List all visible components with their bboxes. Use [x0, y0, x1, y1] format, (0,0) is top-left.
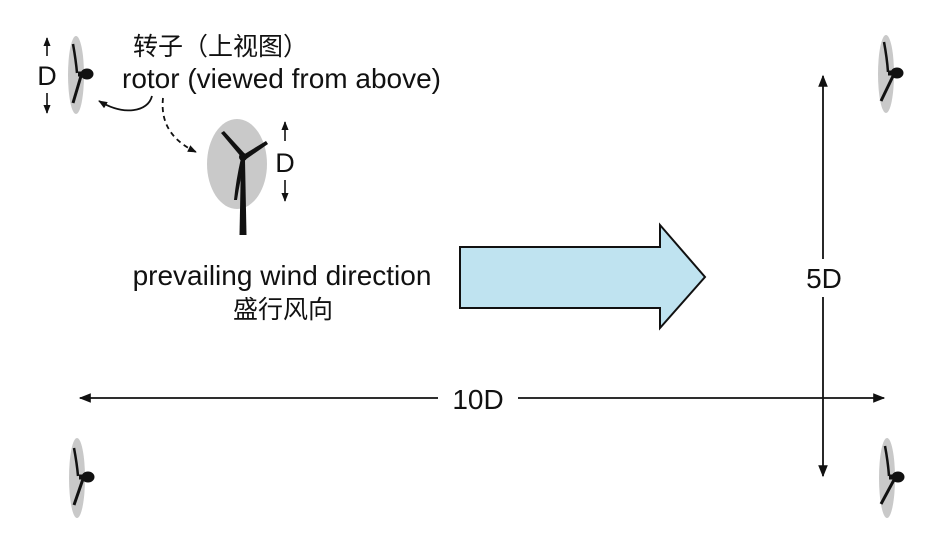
rotor-label-en: rotor (viewed from above): [122, 63, 441, 94]
top-view-diameter-label: D: [37, 61, 57, 91]
turbine-top-view-icon: [878, 35, 904, 113]
crosswind-spacing-label: 5D: [806, 263, 842, 294]
downwind-spacing-dimension: 10D: [78, 380, 886, 416]
rotor-disc: [68, 36, 84, 114]
blade: [243, 141, 268, 160]
wind-direction-label-en: prevailing wind direction: [133, 260, 432, 291]
turbine-top-view-icon: [68, 36, 94, 114]
top-view-diameter-dimension: D: [37, 37, 57, 114]
rotor-label-zh: 转子（上视图）: [133, 32, 308, 61]
turbine-front-view-icon: [207, 119, 268, 235]
rotor-callout-arrow: [98, 95, 153, 112]
turbine-top-view-icon: [69, 438, 95, 518]
wind-direction-label-zh: 盛行风向: [233, 295, 333, 324]
turbine-top-view-icon: [879, 438, 905, 518]
front-view-diameter-label: D: [275, 148, 295, 178]
wind-arrow-icon: [459, 222, 707, 331]
front-view-diameter-dimension: D: [275, 121, 295, 202]
front-view-callout-arrow: [161, 97, 197, 153]
crosswind-spacing-dimension: 5D: [800, 74, 846, 478]
tower: [239, 160, 247, 235]
rotor-disc: [207, 119, 267, 209]
blade: [221, 131, 246, 158]
rotor-disc: [878, 35, 894, 113]
hub: [239, 153, 247, 161]
blade: [234, 158, 245, 200]
downwind-spacing-label: 10D: [452, 384, 503, 415]
rotor-disc: [69, 438, 85, 518]
